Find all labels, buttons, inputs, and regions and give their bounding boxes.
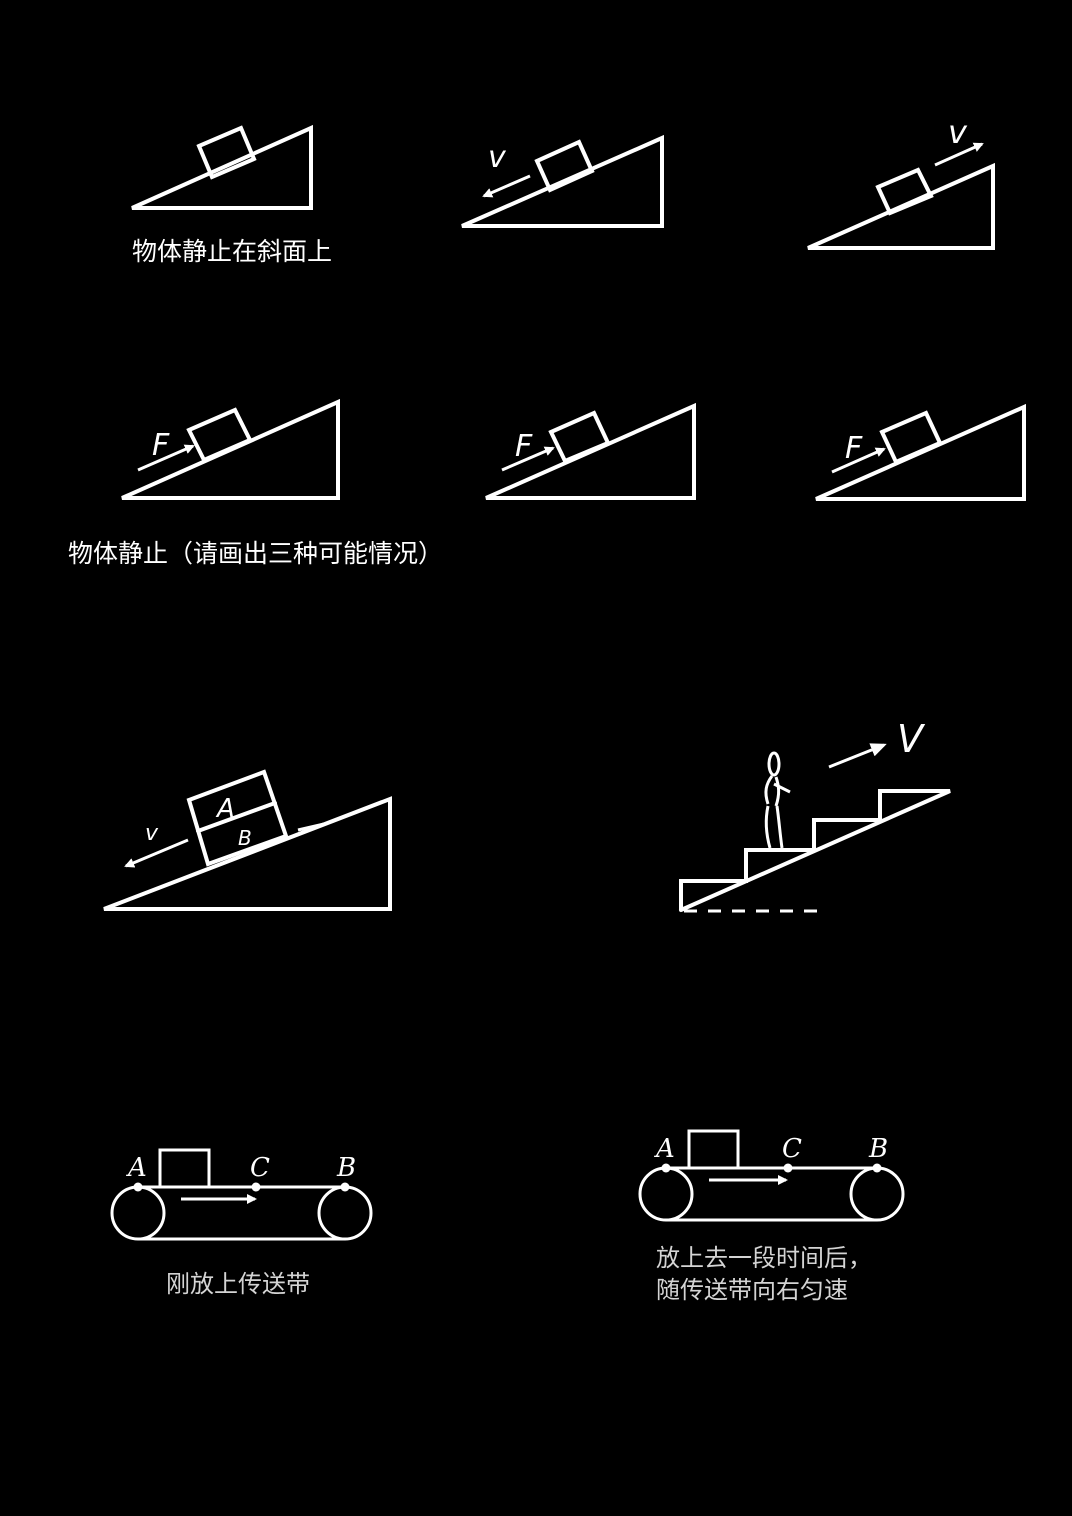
point-C <box>251 1182 261 1192</box>
block <box>186 407 253 463</box>
caption-after-time-line1: 放上去一段时间后， <box>656 1244 872 1272</box>
block <box>687 1129 740 1170</box>
pulley-left <box>110 1185 166 1241</box>
point-A <box>661 1163 671 1173</box>
label-F: F <box>845 431 863 466</box>
point-B <box>340 1182 350 1192</box>
caption-force-cases: 物体静止（请画出三种可能情况） <box>68 539 443 568</box>
point-B <box>872 1163 882 1173</box>
label-block-A: A <box>215 794 235 824</box>
label-F: F <box>152 428 170 463</box>
conveyor-belt-right: A C B 放上去一段时间后， 随传送带向右匀速 <box>638 1129 905 1304</box>
incline-moving-up: v <box>807 113 995 250</box>
escalator-velocity-arrow <box>828 743 887 769</box>
block <box>879 410 943 465</box>
force-arrow <box>831 447 886 474</box>
label-v: v <box>145 821 159 846</box>
label-A: A <box>654 1134 675 1164</box>
label-B: B <box>868 1134 888 1164</box>
label-v: v <box>948 113 968 151</box>
escalator-diagram: V <box>679 717 951 913</box>
conveyor-belt-left: A C B 刚放上传送带 <box>110 1148 373 1298</box>
label-C: C <box>782 1134 802 1164</box>
velocity-arrow <box>124 838 189 868</box>
label-v: v <box>488 140 507 175</box>
label-F: F <box>515 429 533 464</box>
block-divider <box>196 801 277 833</box>
label-C: C <box>250 1153 270 1183</box>
block <box>548 410 611 464</box>
pulley-right <box>849 1166 905 1222</box>
incline-triangle <box>103 796 392 911</box>
force-arrow <box>137 444 195 472</box>
label-B: B <box>336 1153 356 1183</box>
block <box>534 139 595 193</box>
block <box>158 1148 211 1189</box>
point-A <box>133 1182 143 1192</box>
caption-after-time-line2: 随传送带向右匀速 <box>656 1276 848 1304</box>
incline-sliding-down: v <box>461 134 664 228</box>
incline-stacked-blocks: A B v <box>103 769 392 911</box>
incline-triangle <box>131 124 313 210</box>
pulley-left <box>638 1166 694 1222</box>
incline-static: 物体静止在斜面上 <box>131 124 332 266</box>
incline-force-1: F <box>121 398 340 500</box>
point-C <box>783 1163 793 1173</box>
escalator-steps <box>679 789 951 912</box>
incline-force-2: F <box>485 402 696 500</box>
incline-force-3: F <box>815 403 1026 501</box>
caption-just-placed: 刚放上传送带 <box>166 1270 310 1298</box>
block-stack <box>186 769 289 867</box>
pulley-right <box>317 1185 373 1241</box>
velocity-arrow-down <box>482 174 531 198</box>
incline-triangle <box>461 134 664 228</box>
person-figure <box>764 751 791 849</box>
label-escalator-V: V <box>897 717 926 761</box>
block <box>196 125 257 180</box>
incline-tick <box>297 822 325 832</box>
force-arrow <box>501 446 555 472</box>
label-block-B: B <box>238 826 252 850</box>
block <box>875 167 934 216</box>
velocity-arrow-up <box>934 142 984 167</box>
label-A: A <box>126 1153 147 1183</box>
caption-static-incline: 物体静止在斜面上 <box>132 237 332 266</box>
